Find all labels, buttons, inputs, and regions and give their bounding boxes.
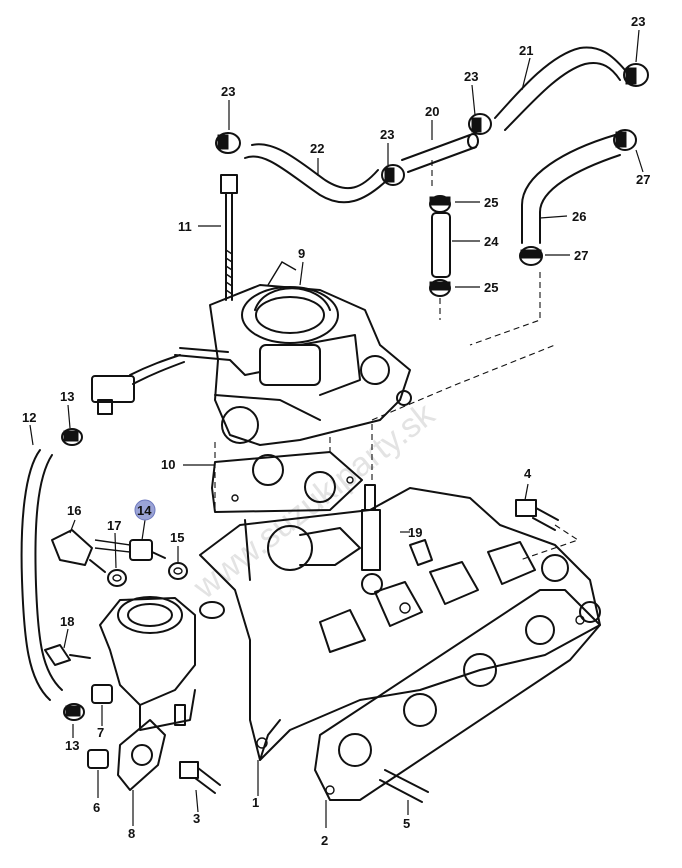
clamp-25-lower <box>429 279 451 297</box>
callout-25-upper: 25 <box>484 195 498 210</box>
callout-14-highlight <box>134 499 156 521</box>
callout-25-lower: 25 <box>484 280 498 295</box>
intake-manifold-1 <box>199 484 601 761</box>
callout-23-top: 23 <box>631 14 645 29</box>
carburetor-9 <box>91 261 412 446</box>
thermostat-housing <box>99 596 225 731</box>
clamp-23-right <box>468 113 492 135</box>
callout-18: 18 <box>60 614 74 629</box>
clamp-25-upper <box>429 195 451 213</box>
callout-10: 10 <box>161 457 175 472</box>
bolt-11 <box>220 174 238 301</box>
manifold-gasket-2 <box>314 589 601 801</box>
callout-19: 19 <box>408 525 422 540</box>
gasket-8 <box>117 719 166 791</box>
callout-7: 7 <box>97 725 104 740</box>
stud-5 <box>379 769 429 803</box>
nut-6 <box>87 749 109 769</box>
callouts: 1 2 3 4 5 6 7 8 9 10 11 12 13 13 14 15 1… <box>22 14 650 848</box>
nut-7 <box>91 684 113 704</box>
clamp-13-lower <box>63 703 85 721</box>
callout-12: 12 <box>22 410 36 425</box>
callout-27-upper: 27 <box>636 172 650 187</box>
callout-1: 1 <box>252 795 259 810</box>
callout-16: 16 <box>67 503 81 518</box>
callout-27-lower: 27 <box>574 248 588 263</box>
sensor-18 <box>44 644 91 666</box>
callout-22: 22 <box>310 141 324 156</box>
callout-17: 17 <box>107 518 121 533</box>
callout-9: 9 <box>298 246 305 261</box>
clamp-23-mid <box>381 164 405 186</box>
switch-14 <box>94 539 166 561</box>
callout-23-left: 23 <box>221 84 235 99</box>
callout-13-lower: 13 <box>65 738 79 753</box>
callout-5: 5 <box>403 816 410 831</box>
washer-17 <box>107 569 127 587</box>
hose-22 <box>244 143 386 204</box>
callout-21: 21 <box>519 43 533 58</box>
hose-26 <box>521 134 621 244</box>
callout-2: 2 <box>321 833 328 848</box>
callout-23-right: 23 <box>464 69 478 84</box>
hose-21 <box>494 46 626 131</box>
sensor-16 <box>51 529 106 573</box>
callout-23-mid: 23 <box>380 127 394 142</box>
callout-14: 14 <box>137 503 152 518</box>
clamp-27-upper <box>613 129 637 151</box>
callout-6: 6 <box>93 800 100 815</box>
callout-11: 11 <box>178 219 192 234</box>
clamp-23-top <box>623 63 649 87</box>
bolt-4 <box>515 499 559 531</box>
callout-20: 20 <box>425 104 439 119</box>
pipe-20 <box>401 133 479 173</box>
callout-13-upper: 13 <box>60 389 74 404</box>
bolt-3 <box>179 761 221 794</box>
clamp-13-upper <box>61 428 83 446</box>
stud-19 <box>409 539 433 566</box>
clamp-23-left <box>215 132 241 154</box>
hose-12 <box>20 449 63 701</box>
callout-8: 8 <box>128 826 135 841</box>
callout-4: 4 <box>524 466 532 481</box>
callout-3: 3 <box>193 811 200 826</box>
washer-15 <box>168 562 188 580</box>
clamp-27-lower <box>519 246 543 266</box>
leader-lines <box>29 29 644 828</box>
hose-24 <box>431 212 451 278</box>
callout-15: 15 <box>170 530 184 545</box>
callout-24: 24 <box>484 234 499 249</box>
callout-26: 26 <box>572 209 586 224</box>
